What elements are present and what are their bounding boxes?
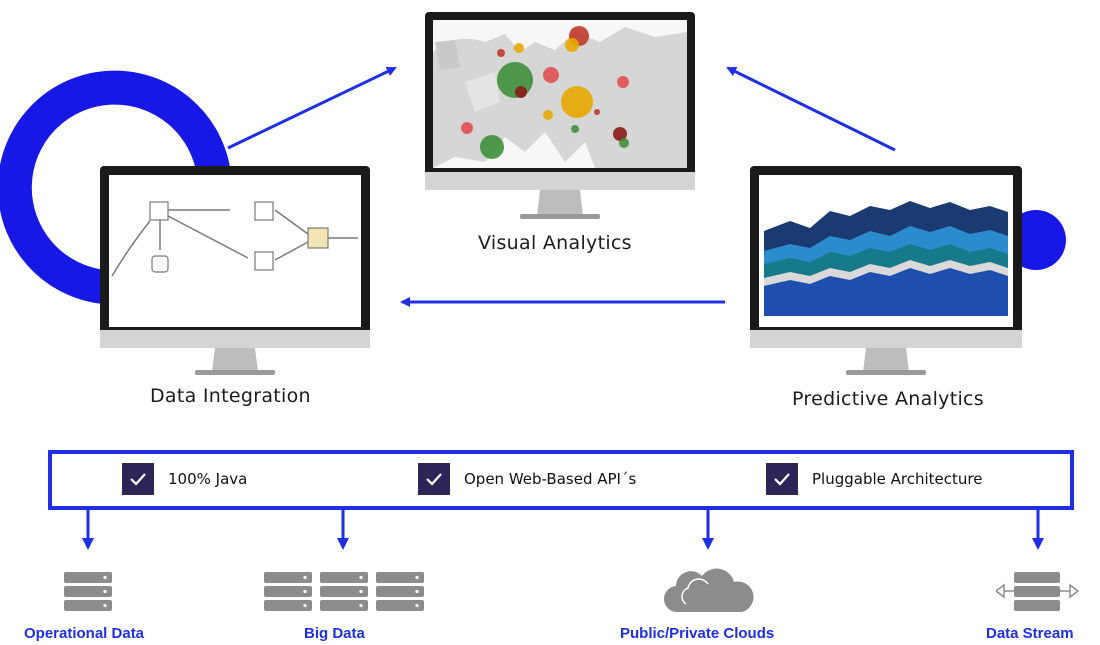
map-bubble <box>480 135 504 159</box>
workflow-diagram <box>111 209 358 277</box>
checkmark-icon <box>122 463 154 495</box>
map-bubble <box>571 125 579 133</box>
map-bubble <box>617 76 629 88</box>
stream-chart <box>764 201 1008 316</box>
feature-bar-border <box>48 450 1074 510</box>
map-bubble <box>543 110 553 120</box>
map-bubble <box>561 86 593 118</box>
blue-ring-decoration <box>0 70 231 304</box>
map-bubble <box>594 109 600 115</box>
arrow-predictive-to-visual <box>726 66 896 152</box>
map-bubble <box>497 49 505 57</box>
map-bubble <box>543 67 559 83</box>
feature-pluggable: Pluggable Architecture <box>766 462 982 496</box>
map-bubble <box>515 86 527 98</box>
map-bubble <box>461 122 473 134</box>
data-stream-icon <box>996 572 1080 611</box>
predictive-analytics-label: Predictive Analytics <box>792 388 984 410</box>
monitor-data-integration <box>100 166 370 378</box>
source-label-big-data: Big Data <box>304 625 365 642</box>
feature-label: Open Web-Based API´s <box>464 470 637 488</box>
map-bubble <box>619 138 629 148</box>
server-stack-icon <box>64 572 112 611</box>
visual-analytics-label: Visual Analytics <box>478 232 632 254</box>
server-cluster-icon <box>264 572 424 611</box>
checkmark-icon <box>418 463 450 495</box>
source-label-data-stream: Data Stream <box>986 625 1074 642</box>
arrow-integration-to-visual <box>227 66 397 150</box>
data-integration-label: Data Integration <box>150 385 311 407</box>
feature-label: 100% Java <box>168 470 248 488</box>
feature-label: Pluggable Architecture <box>812 470 983 488</box>
source-label-clouds: Public/Private Clouds <box>620 625 775 642</box>
feature-web-api: Open Web-Based API´s <box>418 462 636 496</box>
monitor-frame <box>750 166 1022 375</box>
checkmark-icon <box>766 463 798 495</box>
map-bubble <box>613 127 627 141</box>
monitor-frame <box>425 12 695 219</box>
feature-java: 100% Java <box>122 462 247 496</box>
monitor-predictive-analytics <box>750 166 1022 378</box>
cloud-icon <box>664 568 754 613</box>
europe-map <box>433 20 687 168</box>
map-bubble <box>565 38 579 52</box>
monitor-visual-analytics <box>425 12 695 220</box>
workflow-nodes <box>149 201 329 273</box>
monitor-frame <box>100 166 370 375</box>
source-label-operational: Operational Data <box>24 625 145 642</box>
map-bubble <box>514 43 524 53</box>
